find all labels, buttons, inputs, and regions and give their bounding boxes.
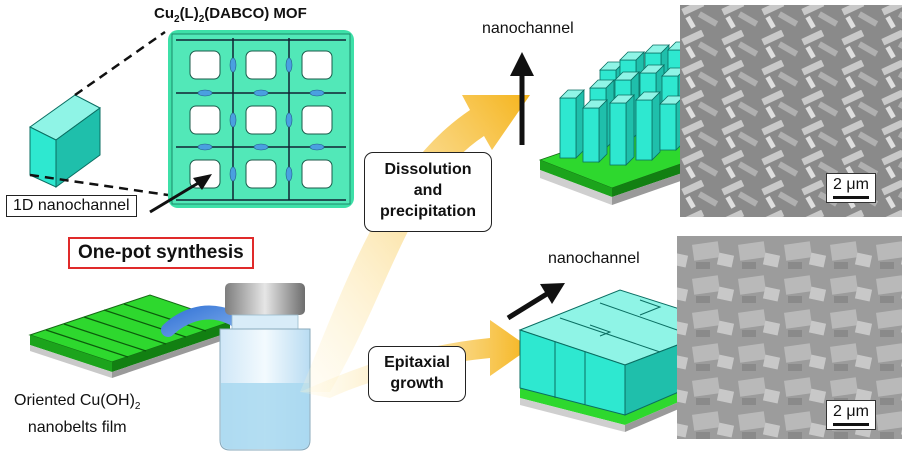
dissolution-box: Dissolution and precipitation [364,152,492,232]
nanorod [614,71,640,81]
mof-title: Cu2(L)2(DABCO) MOF [154,5,307,25]
nanorod [619,51,645,61]
mof-structure-panel [168,30,354,208]
nanochannel-pointer-arrow [149,180,201,214]
nanochannel-cuboid [29,94,101,188]
nanochannel-label-top: nanochannel [482,20,574,37]
nanorod [559,89,585,99]
nanorod [635,91,661,101]
nanorod [625,94,635,166]
nanorod [582,107,600,163]
nanochannel-label-bottom: nanochannel [548,250,640,267]
nanorod [589,79,615,89]
nanorod [609,94,635,104]
nanochannel-pointer-head [193,174,212,190]
horizontal-growth-arrow [506,289,552,321]
reaction-vial [219,283,311,451]
nanorod [559,97,577,159]
dashed-guide-bottom [29,173,169,197]
nanorod [659,103,677,151]
nanorod [609,102,627,166]
nanorod [651,91,661,161]
scale-bar-top: 2 μm [826,173,876,203]
nanorod [598,99,608,163]
dissolution-path-arrow [300,95,530,392]
nanorod [639,64,665,74]
epitaxial-box: Epitaxial growth [368,346,466,402]
synthesis-label: One-pot synthesis [68,237,254,269]
horizontal-growth-arrow-head [540,283,565,304]
dashed-guide-top [74,30,166,97]
film-label: Oriented Cu(OH)2 nanobelts film [14,392,141,437]
nanorod [635,99,653,161]
nanochannel-label-box: 1D nanochannel [6,195,137,217]
scale-bar-bottom: 2 μm [826,400,876,430]
nanobelt-film [28,294,232,378]
vertical-growth-arrow-head [510,52,534,76]
nanorod [644,44,670,54]
nanorod [582,99,608,109]
